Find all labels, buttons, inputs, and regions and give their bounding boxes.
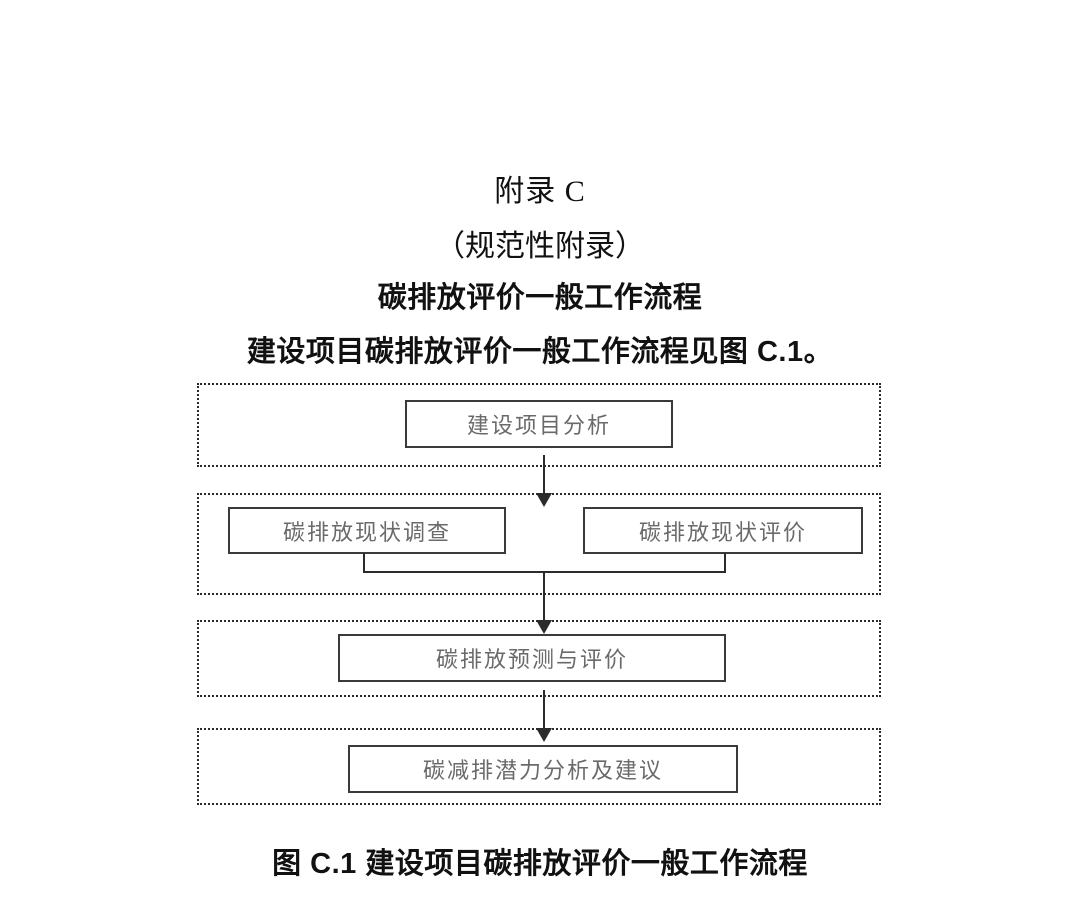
connector-stage2-to-stage3 [543, 571, 545, 621]
flow-node-project-analysis: 建设项目分析 [405, 400, 673, 448]
flow-node-reduction-advice: 碳减排潜力分析及建议 [348, 745, 738, 793]
stage-group-3 [197, 620, 881, 697]
stage-group-1 [197, 383, 881, 467]
connector-stage3-to-stage4 [543, 690, 545, 731]
figure-caption: 图 C.1 建设项目碳排放评价一般工作流程 [272, 848, 808, 880]
stage-group-2 [197, 493, 881, 595]
arrowhead-stage3-to-stage4 [536, 728, 552, 742]
flow-node-status-evaluation: 碳排放现状评价 [583, 507, 863, 554]
appendix-section-heading: 碳排放评价一般工作流程 [377, 282, 703, 314]
connector-evaluation-drop [724, 553, 726, 573]
flow-node-status-survey: 碳排放现状调查 [228, 507, 506, 554]
flow-node-forecast-evaluate: 碳排放预测与评价 [338, 634, 726, 682]
arrowhead-stage1-to-stage2 [536, 493, 552, 507]
arrowhead-stage2-to-stage3 [536, 620, 552, 634]
connector-survey-drop [363, 553, 365, 573]
connector-stage1-to-stage2 [543, 455, 545, 495]
appendix-subtitle: （规范性附录） [435, 230, 645, 263]
intro-paragraph: 建设项目碳排放评价一般工作流程见图 C.1。 [246, 336, 834, 368]
appendix-title: 附录 C [494, 175, 586, 208]
stage-group-4 [197, 728, 881, 805]
